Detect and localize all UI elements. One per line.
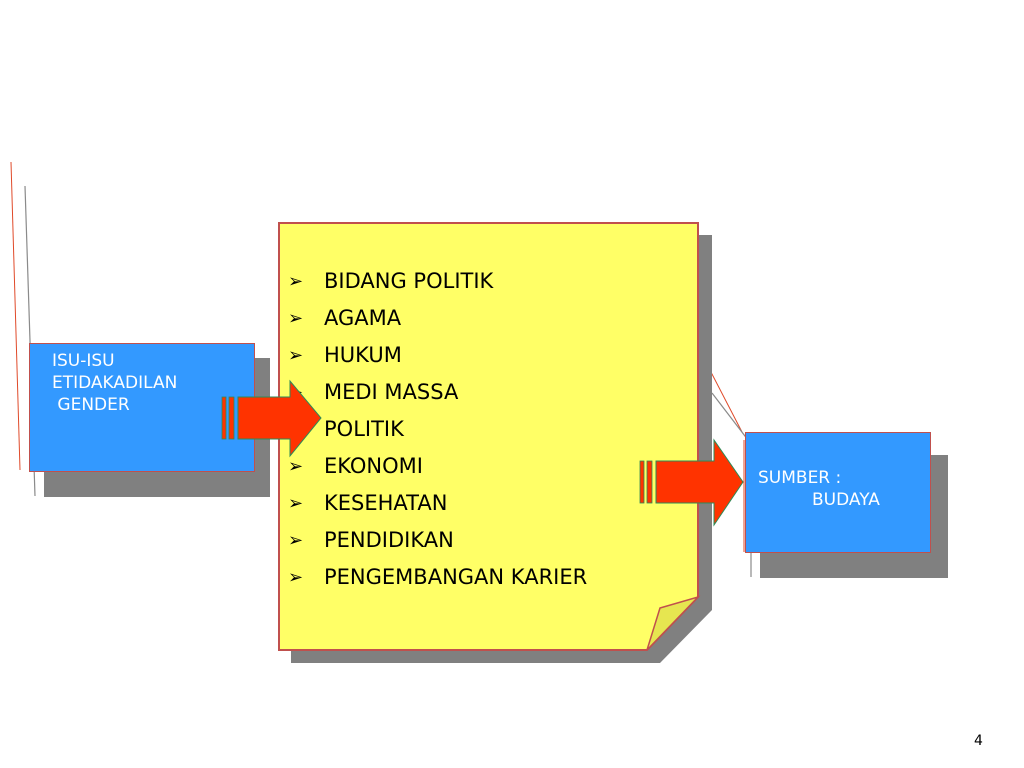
left-box-line: GENDER: [52, 395, 130, 415]
list-item-label: HUKUM: [324, 343, 402, 367]
arrow-bullet-icon: ➢: [288, 456, 304, 477]
right-box-line: SUMBER :: [758, 468, 842, 488]
list-item-label: BIDANG POLITIK: [324, 269, 494, 293]
decorative-line: [10, 161, 21, 471]
page-number: 4: [974, 733, 983, 749]
list-item-label: KESEHATAN: [324, 491, 448, 515]
list-item: ➢ PENDIDIKAN: [288, 522, 587, 559]
list-item: ➢ HUKUM: [288, 337, 587, 374]
list-item-label: AGAMA: [324, 306, 402, 330]
right-box: SUMBER : BUDAYA: [745, 432, 931, 553]
list-item: ➢ EKONOMI: [288, 448, 587, 485]
list-item-label: EKONOMI: [324, 454, 423, 478]
list-item-label: POLITIK: [324, 417, 404, 441]
list-item-label: PENDIDIKAN: [324, 528, 454, 552]
list-item: ➢MEDI MASSA: [288, 374, 587, 411]
list-item: ➢ PENGEMBANGAN KARIER: [288, 559, 587, 596]
arrow-bullet-icon: ➢: [288, 345, 304, 366]
note-fold: [646, 595, 701, 651]
left-box-line: ETIDAKADILAN: [52, 373, 178, 393]
list-item: ➢ KESEHATAN: [288, 485, 587, 522]
list-item: ➢POLITIK: [288, 411, 587, 448]
list-item-label: MEDI MASSA: [324, 380, 459, 404]
right-box-line: BUDAYA: [812, 490, 880, 510]
list-item-label: PENGEMBANGAN KARIER: [324, 565, 588, 589]
right-arrow-icon: [639, 438, 744, 527]
left-box-line: ISU-ISU: [52, 351, 115, 371]
arrow-bullet-icon: ➢: [288, 493, 304, 514]
arrow-bullet-icon: ➢: [288, 530, 304, 551]
list-item: ➢ BIDANG POLITIK: [288, 263, 587, 300]
arrow-bullet-icon: ➢: [288, 308, 304, 329]
arrow-bullet-icon: ➢: [288, 271, 304, 292]
arrow-bullet-icon: ➢: [288, 567, 304, 588]
decorative-line: [711, 392, 749, 441]
left-arrow-icon: [221, 379, 322, 458]
topic-list: ➢BIDANG POLITIK ➢AGAMA ➢HUKUM ➢MEDI MASS…: [288, 263, 587, 596]
list-item: ➢ AGAMA: [288, 300, 587, 337]
